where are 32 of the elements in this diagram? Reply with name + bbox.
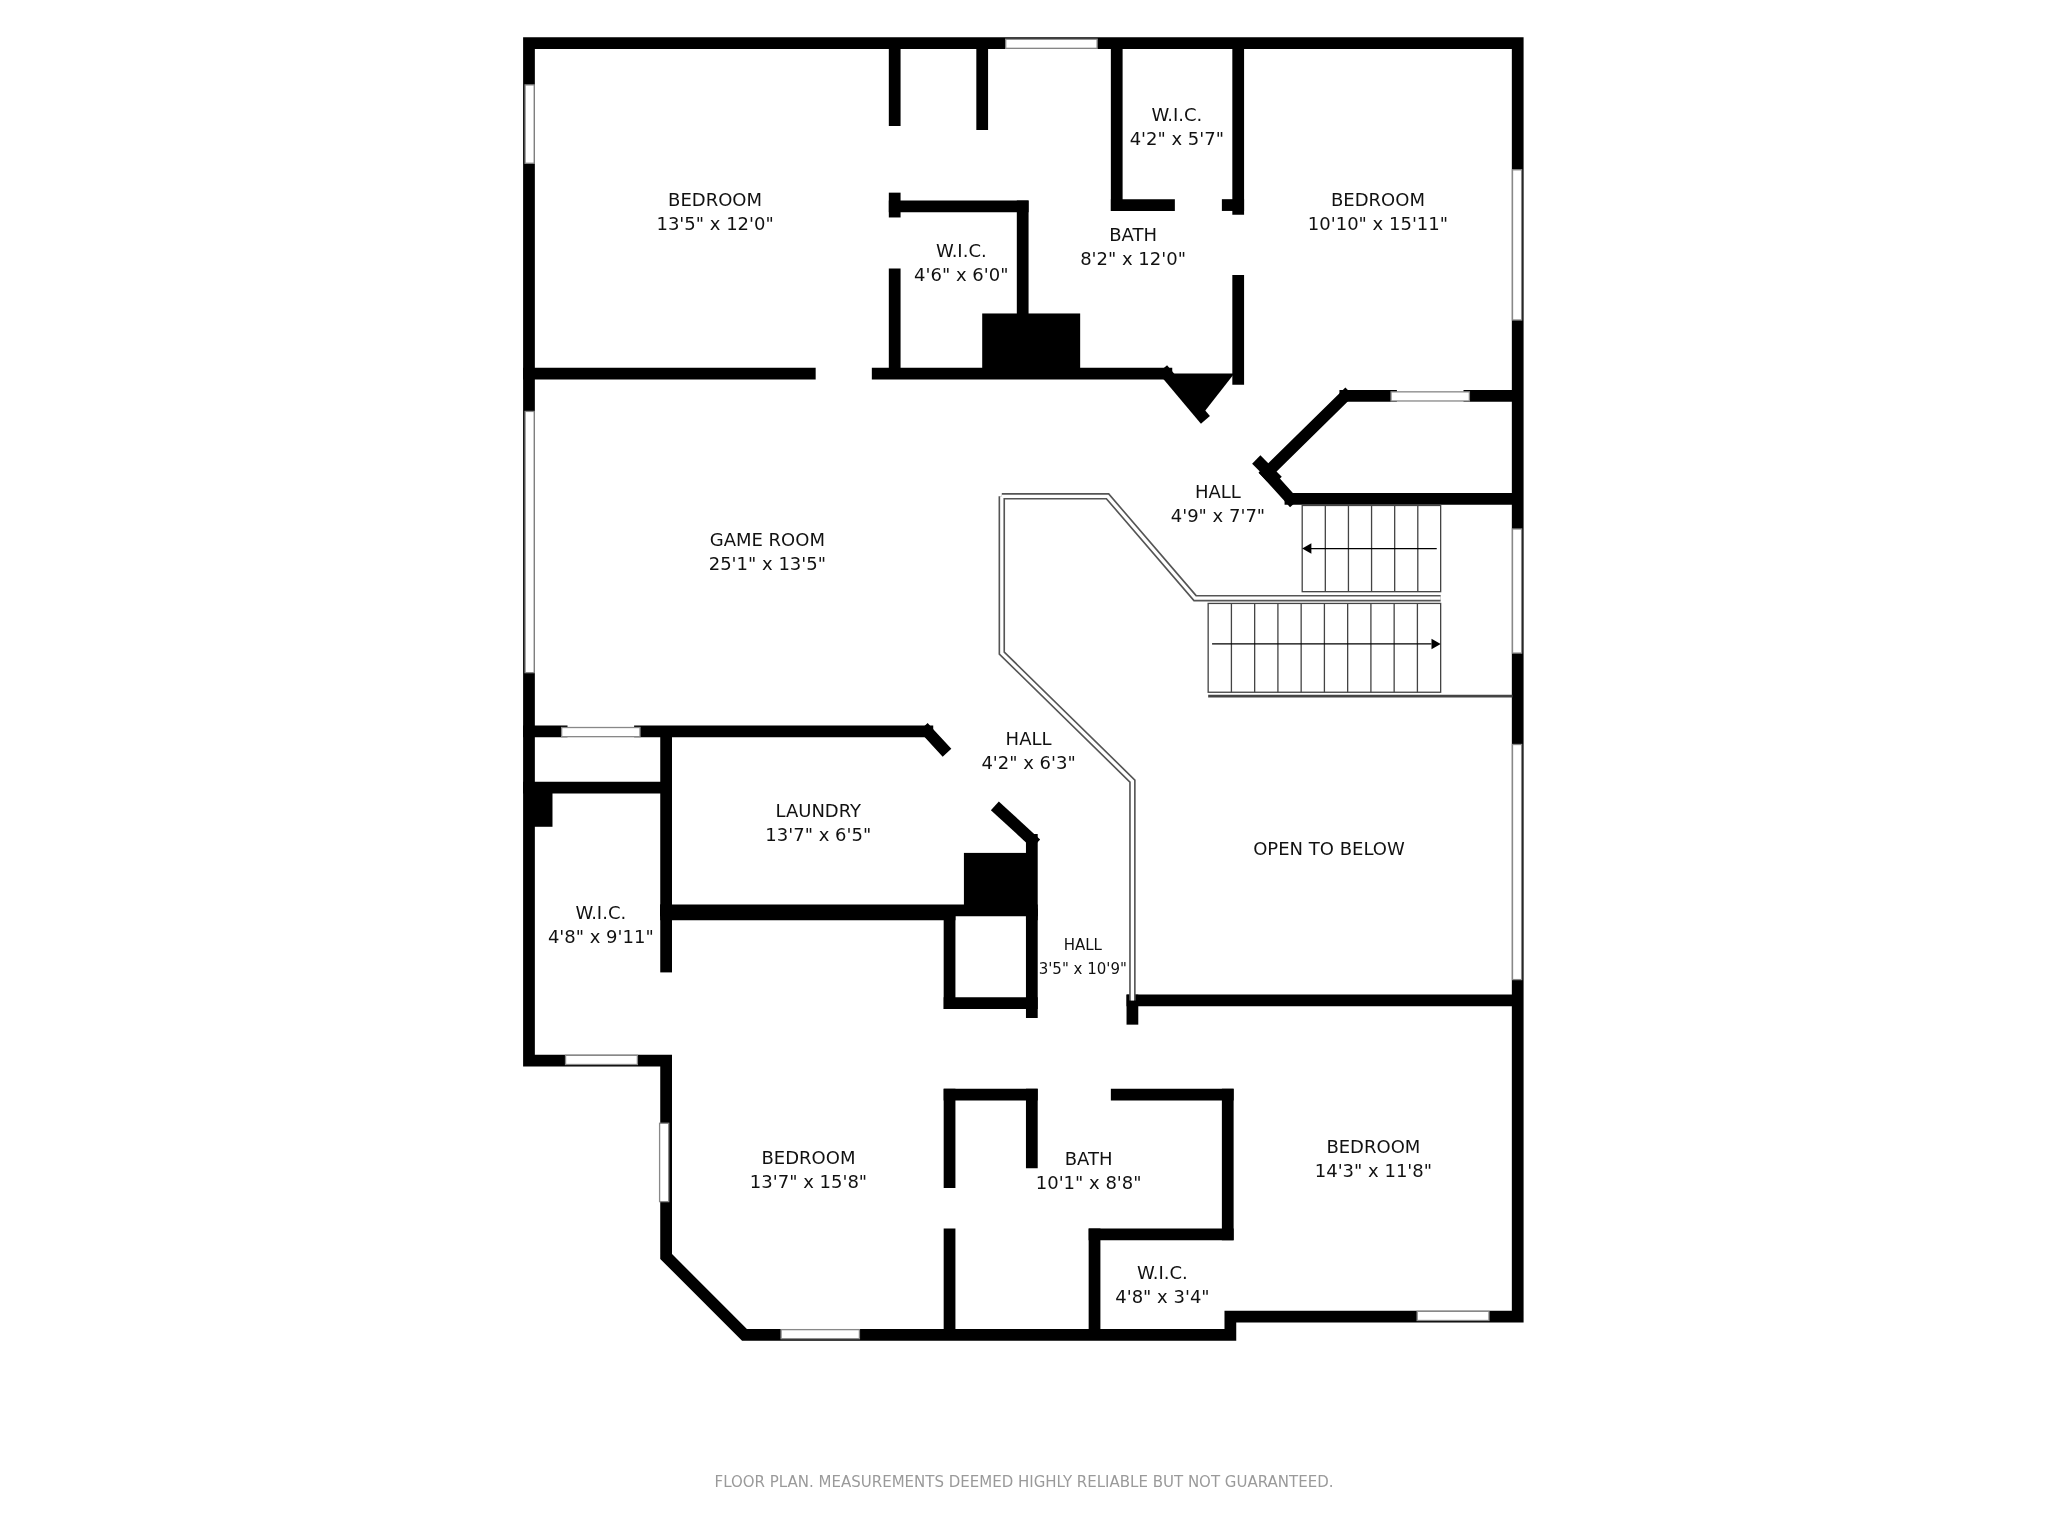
- room-dimensions: 13'7" x 6'5": [765, 822, 872, 847]
- room-dimensions: 25'1" x 13'5": [708, 551, 826, 576]
- room-name: HALL: [1063, 934, 1102, 956]
- room-dimensions: 8'2" x 12'0": [1080, 246, 1186, 271]
- room-name: BEDROOM: [1326, 1135, 1421, 1160]
- room-dimensions: 3'5" x 10'9": [1038, 958, 1127, 980]
- room-name: BEDROOM: [668, 188, 763, 213]
- room-dimensions: 10'1" x 8'8": [1035, 1170, 1142, 1195]
- room-name: OPEN TO BELOW: [1253, 836, 1405, 861]
- room-name: HALL: [1195, 480, 1241, 505]
- room-dimensions: 13'5" x 12'0": [656, 212, 774, 237]
- room-name: BATH: [1064, 1146, 1113, 1171]
- disclaimer-text: FLOOR PLAN. MEASUREMENTS DEEMED HIGHLY RELIABLE BUT NOT GUARANTEED.: [714, 1473, 1334, 1491]
- room-dimensions: 4'6" x 6'0": [914, 263, 1009, 288]
- room-name: GAME ROOM: [709, 527, 825, 552]
- room-name: HALL: [1005, 727, 1052, 751]
- room-name: BEDROOM: [1330, 188, 1425, 213]
- room-dimensions: 4'9" x 7'7": [1170, 504, 1266, 529]
- room-name: W.I.C.: [935, 239, 987, 264]
- room-dimensions: 10'10" x 15'11": [1307, 212, 1449, 237]
- room-name: BEDROOM: [761, 1146, 856, 1171]
- room-dimensions: 14'3" x 11'8": [1314, 1159, 1432, 1184]
- room-name: W.I.C.: [575, 901, 627, 926]
- room-name: W.I.C.: [1151, 103, 1203, 128]
- room-dimensions: 4'8" x 3'4": [1115, 1284, 1210, 1309]
- room-dimensions: 4'8" x 9'11": [547, 925, 654, 950]
- room-name: W.I.C.: [1137, 1260, 1188, 1285]
- room-name: LAUNDRY: [775, 798, 862, 823]
- room-dimensions: 4'2" x 6'3": [981, 751, 1076, 775]
- room-name: BATH: [1109, 222, 1157, 247]
- room-dimensions: 13'7" x 15'8": [749, 1170, 868, 1195]
- room-dimensions: 4'2" x 5'7": [1129, 127, 1224, 152]
